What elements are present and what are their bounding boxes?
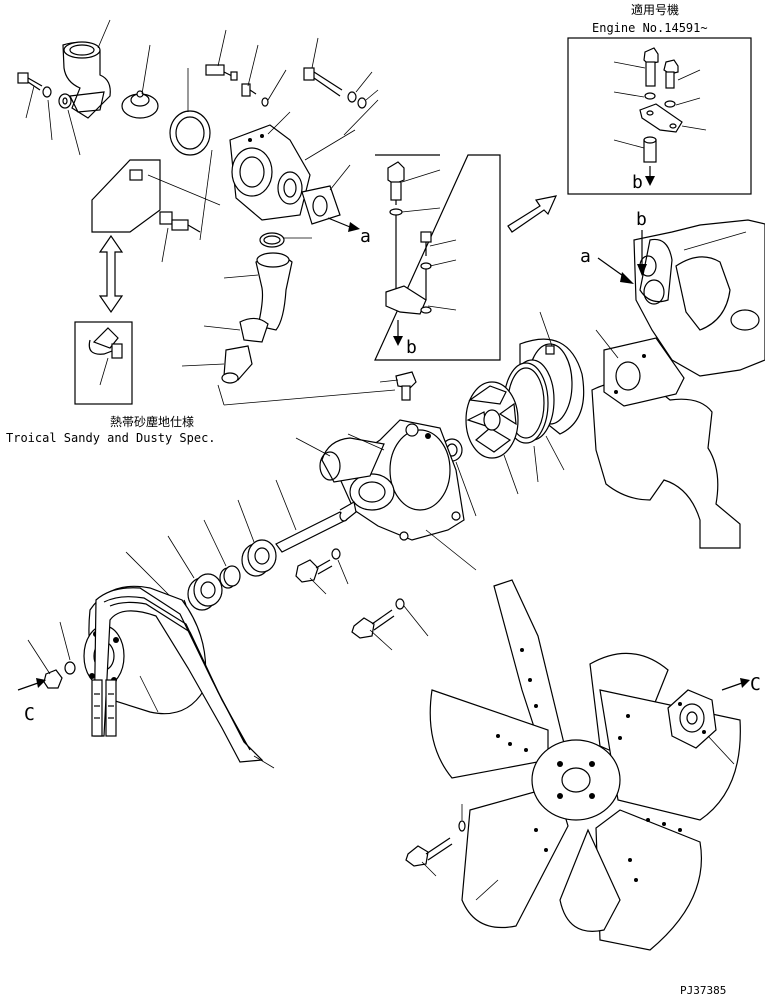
arrow-c-right: C — [721, 674, 761, 695]
flange-gasket — [301, 185, 341, 225]
washer-left — [42, 86, 72, 109]
double-arrow-icon — [98, 234, 124, 314]
temperature-switch-tropical — [159, 211, 201, 233]
leader-lines-top-left — [25, 19, 379, 191]
pump-shaft — [275, 479, 357, 553]
bypass-pipe — [181, 345, 253, 384]
pump-mount-bolts — [295, 529, 477, 651]
bearing-rear — [237, 499, 277, 577]
bracket-inset: b — [374, 154, 501, 361]
engine-block — [591, 219, 765, 549]
arrow-c-left: C — [17, 678, 46, 725]
pulley-nut-washer — [27, 621, 76, 689]
v-belt — [91, 587, 275, 769]
pump-drain-plug — [379, 371, 417, 401]
temperature-sensor — [205, 64, 269, 107]
callout-c-left: C — [24, 704, 35, 725]
tropical-spec-inset — [74, 321, 133, 405]
water-outlet-elbow — [62, 41, 111, 119]
arrow-a-engine: a — [580, 246, 634, 284]
water-hose — [223, 252, 293, 331]
thermostat — [121, 90, 159, 119]
hose-clamp-upper — [259, 232, 312, 248]
arrow-a-left: a — [327, 217, 371, 247]
bearing-spacer — [203, 519, 241, 589]
callout-a-engine: a — [580, 246, 591, 267]
tropical-link — [91, 149, 221, 263]
bolt-top-left — [17, 72, 43, 91]
drawing-number: PJ37385 — [680, 984, 726, 997]
hose-clamp-lower — [203, 317, 269, 343]
water-pump-body — [295, 419, 465, 541]
engine-number: Engine No.14591~ — [592, 21, 708, 35]
hollow-arrow-to-engine — [507, 195, 558, 233]
cooling-fan — [429, 579, 741, 951]
arrow-b-engine: b — [636, 209, 647, 276]
thermostat-gasket-ring — [169, 110, 211, 156]
applicability-label: 適用号機 — [631, 2, 679, 17]
callout-a-left: a — [360, 226, 371, 247]
fan-spacer — [667, 689, 735, 765]
water-flange-housing — [229, 124, 311, 221]
fan-bolt-washer — [405, 804, 466, 877]
bolt-flange — [303, 67, 367, 109]
callout-b-inset: b — [406, 337, 417, 358]
callout-b-engine: b — [636, 209, 647, 230]
impeller — [465, 381, 519, 495]
tropical-spec-label-ja: 熱帯砂塵地仕様 — [110, 414, 194, 429]
callout-c-right: C — [750, 674, 761, 695]
bearing-front — [167, 535, 223, 611]
callout-b-top-right: b — [632, 172, 643, 193]
engine-number-inset: b — [567, 37, 752, 195]
tropical-spec-label-en: Troical Sandy and Dusty Spec. — [6, 431, 216, 445]
